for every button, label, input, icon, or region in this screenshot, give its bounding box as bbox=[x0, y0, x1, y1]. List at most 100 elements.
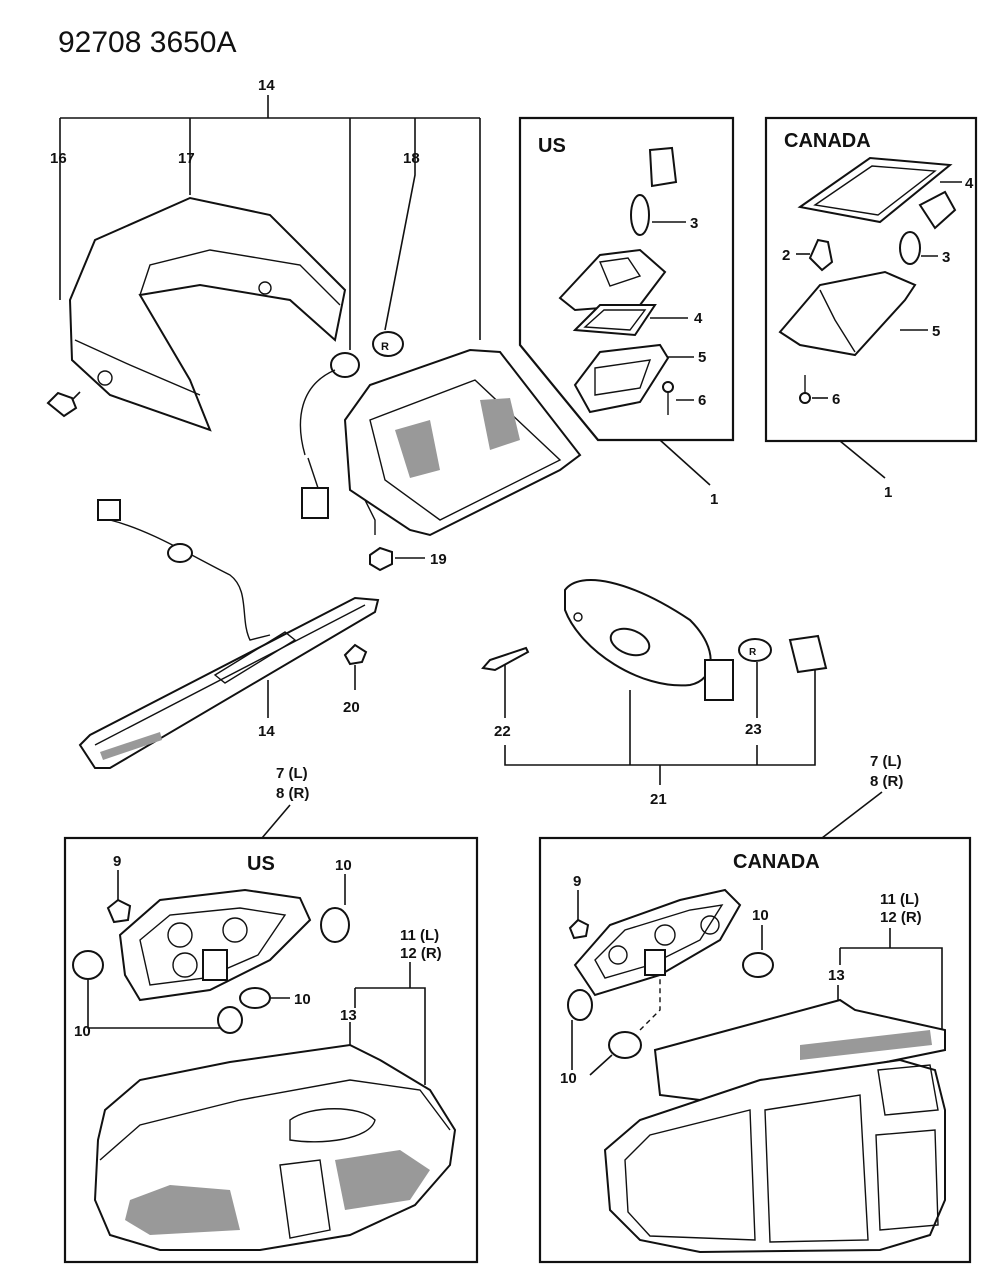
callout-ca-b13: 13 bbox=[828, 967, 845, 984]
callout-us-11l: 11 (L) bbox=[400, 927, 439, 944]
us-tail-lamp-window bbox=[289, 1108, 376, 1143]
ca-gasket-inner bbox=[813, 165, 937, 216]
callout-ca1: 1 bbox=[884, 484, 892, 501]
screw-20 bbox=[343, 643, 368, 666]
ca-bulb-10c bbox=[608, 1031, 642, 1059]
ca-tail-lamp-lower-lens bbox=[875, 1129, 939, 1231]
leader-line-us-78 bbox=[261, 804, 291, 839]
ca-dashed-guide bbox=[639, 975, 661, 1031]
us-socket bbox=[222, 917, 248, 943]
us-tail-lamp-lens bbox=[125, 1185, 240, 1235]
leader-line-us-b10b bbox=[87, 980, 225, 1029]
spoiler-connector bbox=[97, 499, 121, 521]
callout-16: 16 bbox=[50, 150, 67, 167]
callout-18: 18 bbox=[403, 150, 420, 167]
callout-23: 23 bbox=[745, 721, 762, 738]
lamp-cover-inner-edge bbox=[139, 249, 341, 306]
callout-us-b10b: 10 bbox=[74, 1023, 91, 1040]
callout-14-bottom: 14 bbox=[258, 723, 275, 740]
ca-tail-lamp-left-lens bbox=[624, 1109, 756, 1241]
ca-tail-lamp-center-lens bbox=[764, 1094, 869, 1243]
us-socket-plate-inner bbox=[139, 907, 287, 986]
ca-bulb-10b bbox=[567, 989, 593, 1021]
us-bulb-3 bbox=[630, 194, 650, 236]
side-marker-hole bbox=[573, 612, 583, 622]
ca-socket bbox=[700, 915, 720, 935]
us-lens-5 bbox=[573, 343, 670, 414]
callout-ca-b10a: 10 bbox=[752, 907, 769, 924]
callout-ca-7l: 7 (L) bbox=[870, 753, 902, 770]
cover-hole bbox=[97, 370, 113, 386]
us-tail-lamp-flange bbox=[99, 1079, 451, 1161]
callout-ca6: 6 bbox=[832, 391, 840, 408]
callout-ca2: 2 bbox=[782, 247, 790, 264]
us-socket bbox=[172, 952, 198, 978]
bulb-23-r-mark: R bbox=[749, 647, 757, 658]
us-bulb-10c bbox=[217, 1006, 243, 1034]
callout-ca-b10b: 10 bbox=[560, 1070, 577, 1087]
us-socket-plate bbox=[118, 888, 312, 1002]
side-marker-socket bbox=[788, 634, 828, 674]
lamp-cover bbox=[68, 196, 347, 432]
canada-license-lamp-box bbox=[764, 116, 978, 443]
spoiler-lamp-mount bbox=[213, 631, 297, 684]
us-screw-head bbox=[662, 381, 674, 393]
us-tail-lamp-box bbox=[63, 836, 479, 1264]
ca-tail-lamp-top-strip bbox=[800, 1030, 932, 1060]
spoiler-lamp-edge bbox=[94, 604, 366, 746]
screw-22 bbox=[481, 646, 530, 672]
callout-us4: 4 bbox=[694, 310, 703, 327]
callout-21: 21 bbox=[650, 791, 667, 808]
ca-socket bbox=[654, 924, 676, 946]
side-marker-lens-window bbox=[609, 627, 651, 657]
us-connector bbox=[202, 949, 228, 981]
callout-ca-8r: 8 (R) bbox=[870, 773, 903, 790]
leader-bracket-ca-1112 bbox=[840, 947, 943, 1050]
us-lamp-housing-top bbox=[599, 257, 642, 287]
screw-16-shank bbox=[71, 391, 81, 401]
us-gasket-inner bbox=[583, 309, 647, 331]
wire-connector bbox=[301, 487, 329, 519]
screw-16 bbox=[46, 391, 78, 418]
leader-line-ca-78 bbox=[821, 791, 883, 839]
side-marker-tab bbox=[704, 659, 734, 701]
us-bulb-10a bbox=[320, 907, 350, 943]
spoiler-lamp-bar bbox=[78, 596, 380, 769]
us-clip-9 bbox=[106, 898, 132, 924]
housing-stud bbox=[364, 499, 376, 535]
callout-22: 22 bbox=[494, 723, 511, 740]
cover-hole bbox=[258, 281, 272, 295]
wire-grommet bbox=[167, 543, 193, 563]
canada-license-box-title: CANADA bbox=[784, 130, 871, 152]
us-bulb-10b bbox=[72, 950, 104, 980]
ca-bulb-socket bbox=[918, 190, 957, 230]
us-license-box-title: US bbox=[538, 135, 566, 157]
lens-shading bbox=[395, 420, 440, 478]
callout-ca5: 5 bbox=[932, 323, 940, 340]
callout-us-12r: 12 (R) bbox=[400, 945, 442, 962]
leader-line-ca1 bbox=[839, 440, 886, 479]
callout-ca-12r: 12 (R) bbox=[880, 909, 922, 926]
callout-ca-11l: 11 (L) bbox=[880, 891, 919, 908]
callout-14-top: 14 bbox=[258, 77, 275, 94]
side-marker-lamp-group: 22 R 23 21 bbox=[481, 579, 828, 808]
callout-us6: 6 bbox=[698, 392, 706, 409]
us-tail-box-title: US bbox=[247, 853, 275, 875]
ca-clip-9 bbox=[568, 918, 590, 940]
stop-lamp-housing bbox=[343, 348, 582, 537]
ca-housing-ridge bbox=[819, 289, 856, 353]
ca-lamp-housing-5 bbox=[778, 270, 917, 357]
canada-tail-box-title: CANADA bbox=[733, 851, 820, 873]
ca-socket-plate-inner bbox=[594, 904, 724, 979]
callout-us5: 5 bbox=[698, 349, 706, 366]
callout-ca4: 4 bbox=[965, 175, 974, 192]
ca-bulb-3 bbox=[899, 231, 921, 265]
leader-bracket-us-1112 bbox=[355, 987, 426, 1085]
leader-line-18 bbox=[384, 118, 416, 331]
socket-wire bbox=[299, 369, 336, 456]
lamp-cover-lower-edge bbox=[74, 339, 201, 396]
callout-ca-b9: 9 bbox=[573, 873, 581, 890]
bulb-r-mark: R bbox=[381, 341, 389, 353]
document-id: 92708 3650A bbox=[58, 26, 237, 59]
